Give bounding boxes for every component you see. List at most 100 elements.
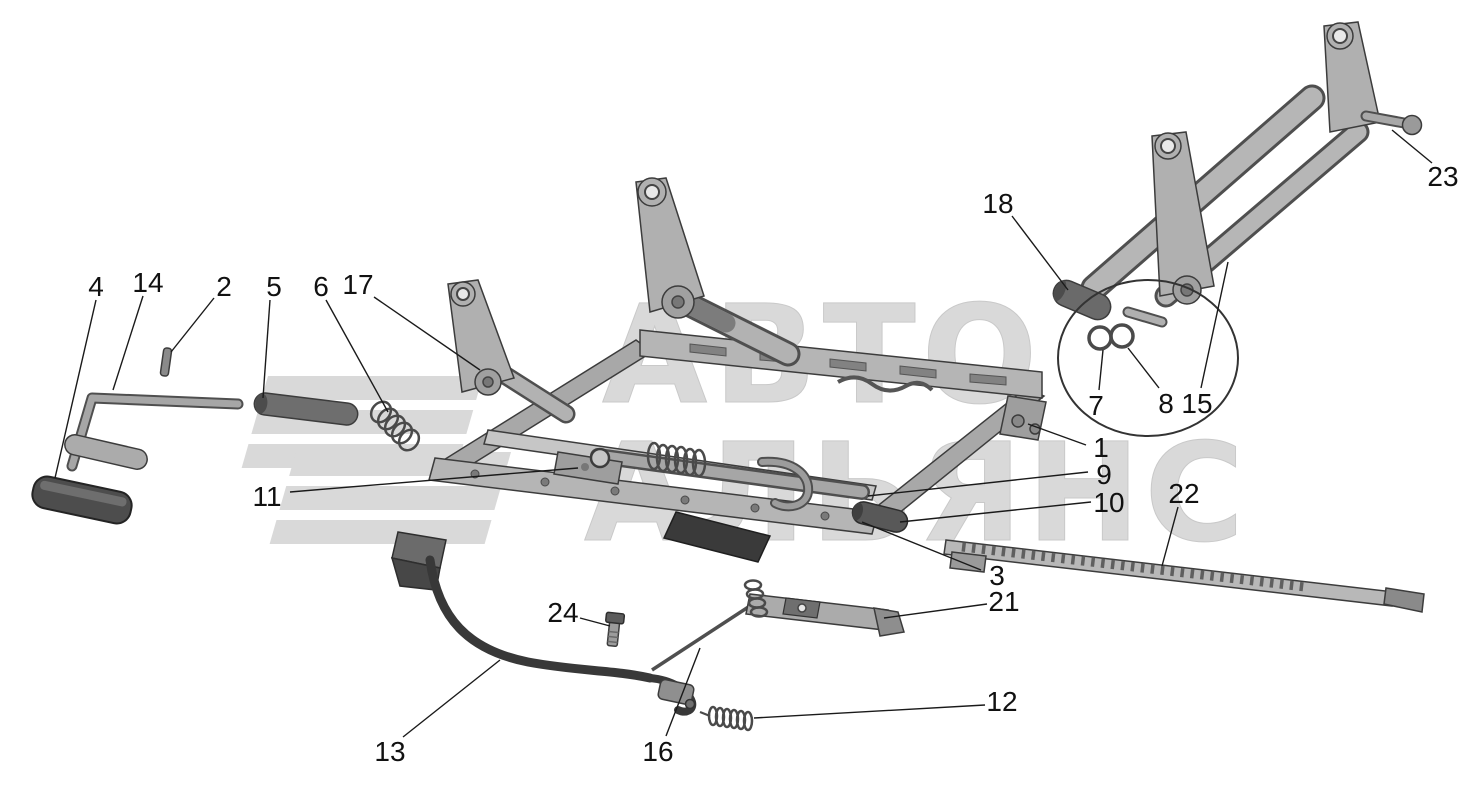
rack-left-bracket: [949, 551, 987, 573]
callout-label-8: 8: [1158, 388, 1174, 419]
callout-label-10: 10: [1093, 487, 1124, 518]
plate-spring: [743, 579, 769, 618]
part-pivot-arm-left: [447, 279, 576, 424]
callout-line-7: [1098, 349, 1104, 391]
rail-hole: [680, 495, 690, 505]
spring-coil: [664, 444, 680, 474]
callout-label-23: 23: [1427, 161, 1458, 192]
callout-line-22: [1161, 506, 1179, 567]
callout-line-16: [665, 647, 701, 737]
spring-coil: [743, 579, 763, 591]
spring-coil: [673, 445, 689, 475]
snap-ring-7: [1087, 325, 1113, 351]
arm-pivot-hole: [456, 287, 470, 301]
watermark-logo-bar: [261, 376, 483, 400]
cross-tube-spring: [646, 441, 707, 478]
spring-coil: [646, 441, 662, 471]
callout-line-17: [373, 296, 481, 371]
callout-label-7: 7: [1088, 390, 1104, 421]
rack-teeth: [961, 542, 1306, 592]
callout-line-10: [899, 501, 1092, 523]
callout-label-16: 16: [642, 736, 673, 767]
tube-end: [255, 393, 268, 414]
part-center-flap: [662, 511, 772, 563]
callout-label-1: 1: [1093, 432, 1109, 463]
callout-label-4: 4: [88, 271, 104, 302]
arm-lower-hole: [482, 376, 494, 388]
part-cross-tube: [590, 441, 870, 512]
lever-curve: [425, 555, 655, 683]
bolt-thread: [607, 640, 618, 644]
frame-front-rail: [428, 457, 879, 535]
callout-line-15: [1200, 261, 1229, 389]
callout-line-5: [262, 299, 271, 399]
callout-line-11: [289, 467, 579, 493]
bolt-thread: [608, 630, 619, 634]
callout-label-15: 15: [1181, 388, 1212, 419]
callout-line-23: [1391, 129, 1433, 164]
sleeve-body: [64, 434, 148, 470]
callout-line-8: [1127, 347, 1160, 389]
spring-coil: [691, 448, 707, 478]
rail-hole: [610, 486, 620, 496]
arm-lower-hole: [671, 295, 685, 309]
callout-line-18: [1011, 215, 1069, 291]
callout-label-13: 13: [374, 736, 405, 767]
latch-ring: [589, 447, 611, 469]
callout-line-21: [883, 603, 988, 619]
callout-label-5: 5: [266, 271, 282, 302]
cylinder-long: [1083, 87, 1323, 299]
pin: [1124, 308, 1166, 326]
grip-highlight: [40, 480, 127, 507]
spring-coil: [376, 407, 400, 431]
spring-coil: [742, 710, 754, 732]
part-pivot-arm-center: [635, 177, 801, 367]
callout-line-1: [1027, 423, 1087, 446]
callout-label-17: 17: [342, 269, 373, 300]
callout-line-4: [54, 299, 97, 479]
callout-line-9: [867, 471, 1089, 497]
callout-label-3: 3: [989, 560, 1005, 591]
bolt-23-shaft: [1362, 112, 1408, 127]
right-arm-inner-body: [1151, 131, 1215, 297]
callout-line-3: [861, 521, 982, 571]
part-handle: [31, 392, 244, 525]
spring-coil: [397, 428, 421, 452]
part-latch-plate: [553, 447, 623, 485]
part-bolt-24: [605, 611, 626, 647]
part-lever-plate-21: [743, 579, 905, 637]
callout-label-14: 14: [132, 267, 163, 298]
rail-slot: [689, 343, 727, 357]
part-spring-6: [369, 400, 421, 452]
rail-slot: [899, 365, 937, 379]
watermark-logo-bar: [269, 520, 492, 544]
callout-label-6: 6: [313, 271, 329, 302]
callout-line-14: [112, 295, 144, 391]
bolt-thread: [608, 635, 619, 639]
arm-tube-sleeve: [682, 296, 736, 333]
rail-slot: [829, 358, 867, 372]
callout-line-6: [325, 299, 389, 413]
spring-coil: [749, 606, 769, 618]
callout-line-2: [170, 297, 215, 353]
cross-tube: [592, 450, 868, 498]
rod-16-line: [651, 600, 757, 672]
pin-body: [159, 347, 173, 377]
callout-label-24: 24: [547, 597, 578, 628]
rail-hole: [540, 477, 550, 487]
callout-line-12: [753, 704, 986, 719]
tube-body: [253, 392, 359, 426]
callout-line-13: [402, 659, 501, 738]
latch-hole: [581, 463, 589, 471]
frame-wire-link: [837, 375, 934, 393]
clamp-pin: [684, 698, 696, 710]
u-rod: [759, 458, 812, 510]
part-tube-5: [253, 392, 359, 426]
roller-end: [1053, 280, 1067, 301]
plate-hole: [797, 603, 807, 613]
spring-coil: [383, 414, 407, 438]
arm-body: [447, 279, 515, 393]
right-arm-outer-hole: [1332, 28, 1348, 44]
